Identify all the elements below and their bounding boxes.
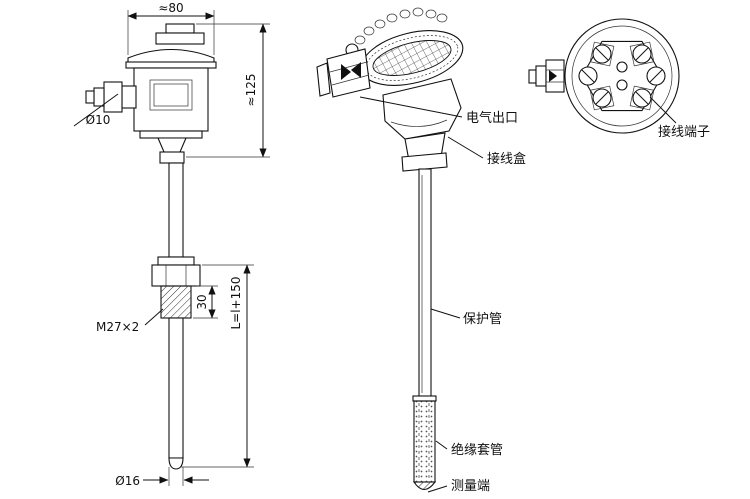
dim-tip-dia-text: Ø16	[115, 474, 140, 488]
label-electrical-outlet: 电气出口	[466, 110, 518, 126]
callout-junction-box: 接线盒	[447, 136, 526, 167]
pictorial-view: 电气出口 接线盒 保护管 绝缘套管 测量端	[316, 7, 526, 494]
callout-terminal: 接线端子	[649, 96, 710, 140]
center-wire-hole	[616, 61, 628, 73]
dimension-head-height: ≈125	[186, 23, 270, 158]
fitting-seal-mark	[549, 70, 557, 82]
label-junction-box: 接线盒	[487, 151, 526, 167]
dim-top-width-text: ≈80	[158, 1, 183, 15]
dim-insertion-length-text: L=l+150	[229, 276, 243, 329]
center-wire-hole	[616, 79, 628, 91]
dimension-thread-spec: M27×2	[96, 308, 164, 334]
dim-thread-length-text: 30	[195, 294, 209, 309]
dimension-entry-dia: Ø10	[73, 93, 119, 127]
cable-entry-fitting	[85, 81, 137, 113]
measuring-tip	[412, 481, 437, 491]
terminal-block-plate	[578, 40, 666, 112]
screw-cap	[360, 30, 464, 86]
insulation-sleeve	[412, 395, 437, 491]
left-orthographic-view: ≈80 ≈125 Ø10 M27×2 30	[73, 1, 270, 488]
protection-tube	[418, 168, 432, 399]
terminal-screws	[578, 44, 666, 108]
stem-and-process-connection	[151, 137, 201, 470]
dim-head-height-text: ≈125	[244, 74, 258, 107]
terminal-end-view: 接线端子	[528, 18, 710, 140]
dimension-thread-length: 30	[193, 285, 218, 319]
label-protection-tube: 保护管	[463, 312, 502, 327]
dimension-top-width: ≈80	[127, 1, 215, 55]
callout-electrical-outlet: 电气出口	[359, 96, 518, 126]
callout-protection-tube: 保护管	[430, 308, 502, 327]
dim-thread-text: M27×2	[96, 320, 139, 334]
label-insulation-sleeve: 绝缘套管	[451, 442, 503, 458]
gland-seal-mark	[341, 64, 351, 80]
threaded-section	[160, 285, 192, 319]
label-measuring-end: 测量端	[451, 479, 490, 494]
cable-gland	[316, 48, 371, 98]
callout-measuring-end: 测量端	[427, 479, 490, 494]
dim-entry-dia-text: Ø10	[86, 113, 111, 127]
dimension-insertion-length: L=l+150	[180, 264, 254, 468]
terminal-side-fitting	[528, 59, 565, 93]
junction-box-section-view	[125, 23, 217, 139]
junction-box-pictorial	[382, 78, 462, 172]
callout-insulation-sleeve: 绝缘套管	[435, 440, 503, 458]
probe-tip	[168, 457, 184, 470]
dimension-tip-dia: Ø16	[115, 467, 209, 488]
label-terminal: 接线端子	[658, 124, 710, 140]
